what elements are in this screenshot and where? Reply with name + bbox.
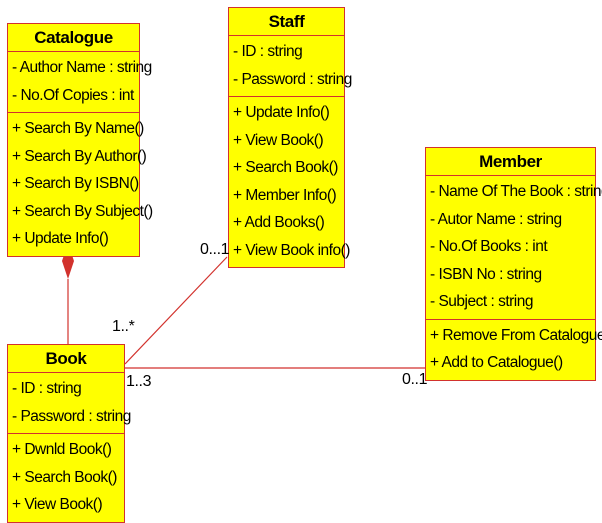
catalogue-operations: + Search By Name() + Search By Author() … [8,113,153,256]
member-attribute: - Name Of The Book : string [430,183,602,200]
staff-operation: + Add Books() [233,214,325,231]
book-operation: + Search Book() [12,468,117,486]
staff-attributes: - ID : string - Password : string [229,36,352,97]
catalogue-class[interactable]: Catalogue - Author Name : string - No.Of… [7,23,153,257]
multiplicity-book-member-end: 1..3 [126,373,152,390]
staff-operation: + View Book() [233,131,324,149]
staff-attribute: - Password : string [233,70,352,88]
staff-book-association-line [124,256,228,365]
staff-class[interactable]: Staff - ID : string - Password : string … [228,7,352,268]
staff-operation: + Member Info() [233,186,337,204]
catalogue-attribute: - Author Name : string [12,59,152,76]
catalogue-attributes: - Author Name : string - No.Of Copies : … [8,52,152,113]
member-attributes: - Name Of The Book : string - Autor Name… [426,176,602,320]
catalogue-operation: + Update Info() [12,230,109,247]
member-operations: + Remove From Catalogue() + Add to Catal… [426,320,602,380]
catalogue-attribute: - No.Of Copies : int [12,86,134,104]
member-class[interactable]: Member - Name Of The Book : string - Aut… [425,147,602,381]
book-attributes: - ID : string - Password : string [8,373,131,434]
multiplicity-member-end: 0..1 [402,371,428,388]
catalogue-operation: + Search By Name() [12,120,144,137]
staff-operations: + Update Info() + View Book() + Search B… [229,97,350,267]
book-operation: + View Book() [12,496,103,513]
member-attribute: - Subject : string [430,293,534,310]
book-operation: + Dwnld Book() [12,441,112,458]
book-class-name: Book [8,345,124,373]
book-class[interactable]: Book - ID : string - Password : string +… [7,344,131,523]
member-attribute: - ISBN No : string [430,265,542,283]
multiplicity-book-staff-end: 1..* [112,318,135,335]
staff-operation: + View Book info() [233,241,350,259]
member-operation: + Remove From Catalogue() [430,326,602,344]
catalogue-operation: + Search By Subject() [12,202,153,220]
member-attribute: - No.Of Books : int [430,238,548,255]
catalogue-class-name: Catalogue [8,24,139,52]
book-operations: + Dwnld Book() + Search Book() + View Bo… [8,434,124,522]
member-operation: + Add to Catalogue() [430,354,563,371]
staff-attribute: - ID : string [233,43,303,60]
catalogue-operation: + Search By ISBN() [12,175,139,192]
staff-operation: + Update Info() [233,104,330,121]
staff-class-name: Staff [229,8,344,36]
catalogue-operation: + Search By Author() [12,147,147,165]
member-class-name: Member [426,148,595,176]
multiplicity-staff-end: 0...1 [200,241,230,258]
book-attribute: - ID : string [12,380,82,397]
book-attribute: - Password : string [12,407,131,425]
staff-operation: + Search Book() [233,159,338,176]
member-attribute: - Autor Name : string [430,210,562,228]
